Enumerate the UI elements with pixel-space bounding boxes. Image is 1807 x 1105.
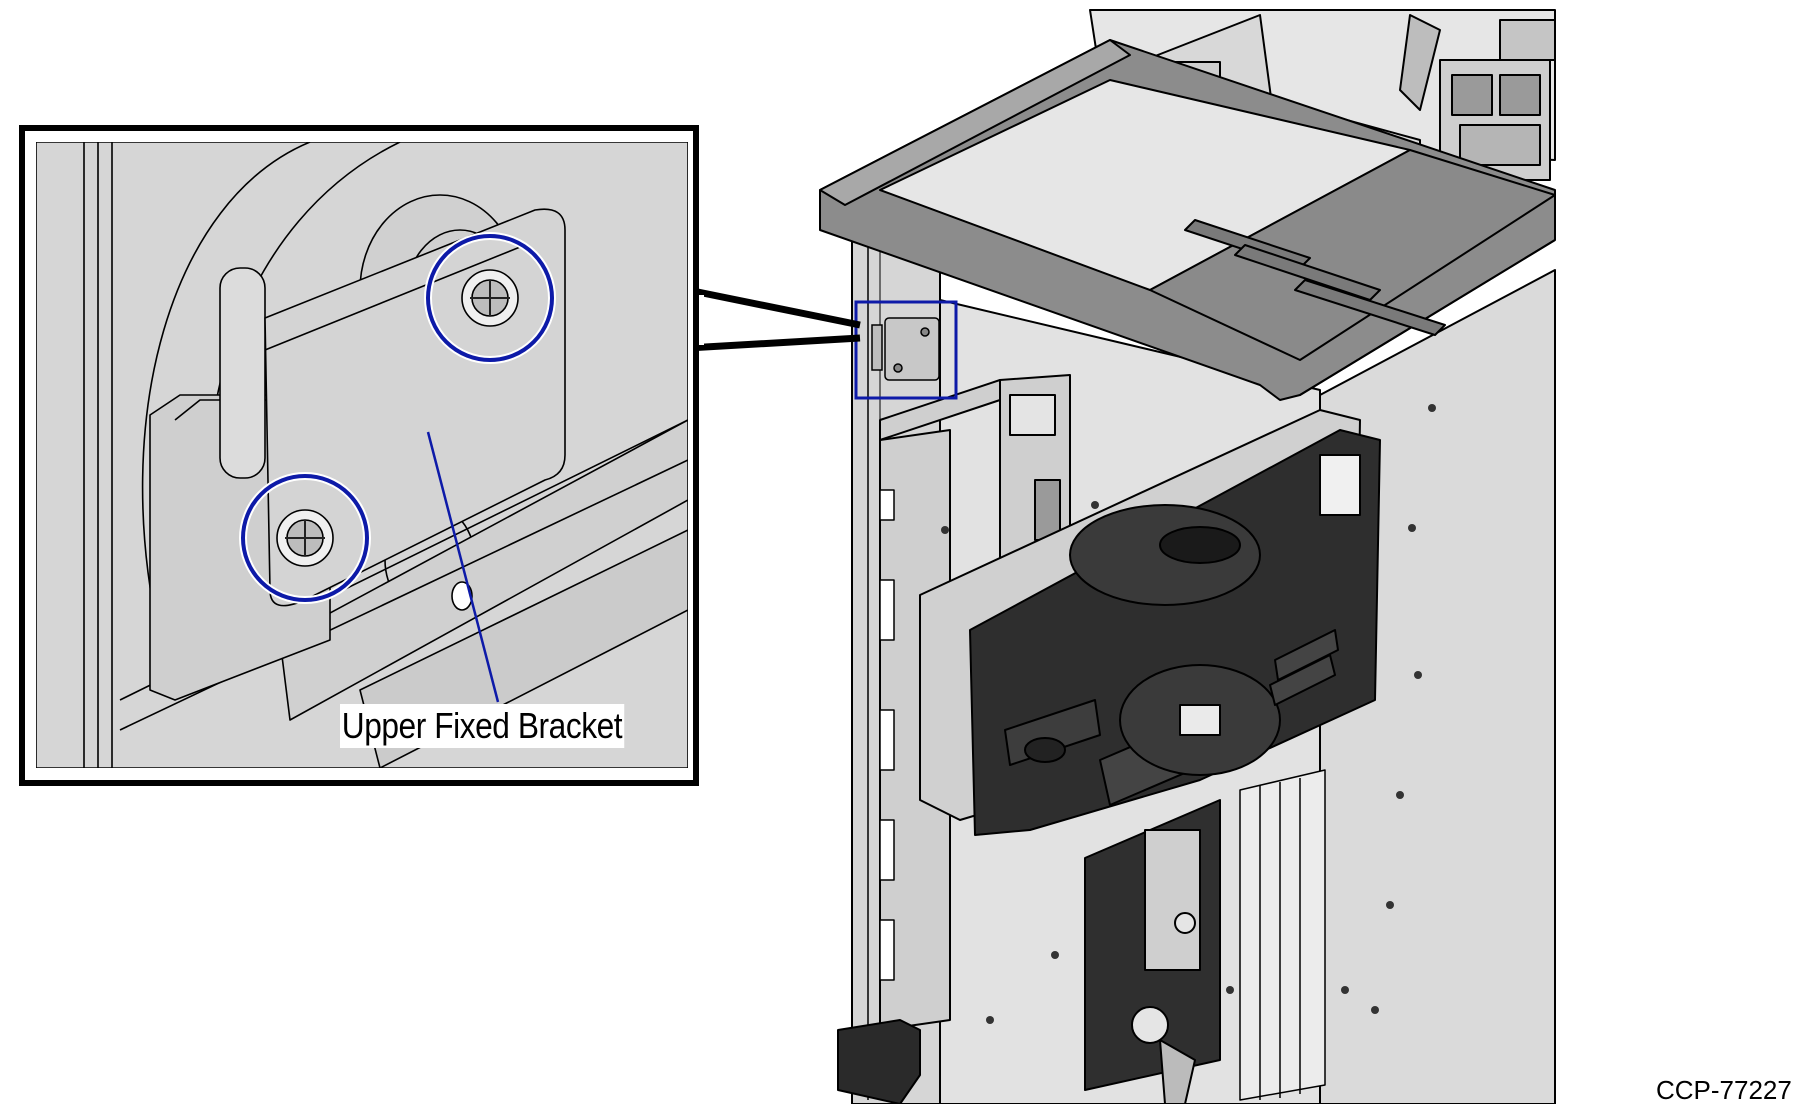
- callout-leader: [426, 431, 500, 703]
- fascia-panel: [919, 409, 1381, 836]
- kiosk-illustration: [819, 9, 1556, 1104]
- lock: [1174, 912, 1196, 934]
- rail-slots: [879, 489, 895, 981]
- figure-id: CCP-77227: [1656, 1075, 1792, 1105]
- lock-plate: [1144, 829, 1201, 971]
- handle-knob: [1131, 1006, 1169, 1044]
- top-tray: [819, 39, 1556, 401]
- base-block: [837, 1019, 921, 1104]
- tray-slots: [1184, 219, 1446, 336]
- screw-upper: [461, 269, 519, 327]
- upper-fixed-bracket-label: Upper Fixed Bracket: [340, 704, 624, 748]
- magnified-view: [19, 125, 699, 786]
- screw-holes: [941, 404, 1436, 1024]
- screw-highlight-upper-ring: [426, 234, 554, 362]
- screw-highlight-lower-ring: [241, 474, 369, 602]
- callout-connector: [687, 286, 861, 352]
- vertical-channels: [1239, 769, 1326, 1101]
- screw-lower: [276, 509, 334, 567]
- inner-rails: [879, 374, 1071, 1031]
- bracket-thumbnail: [871, 317, 940, 381]
- detail-highlight-box: [854, 300, 958, 400]
